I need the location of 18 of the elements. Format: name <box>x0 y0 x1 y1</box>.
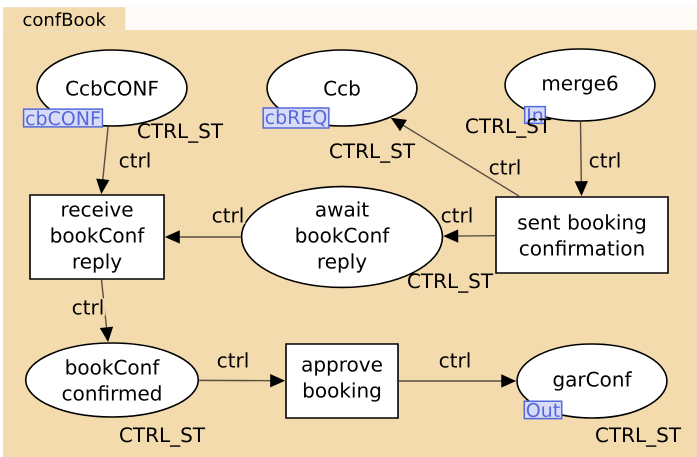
arc-label: ctrl <box>440 206 474 224</box>
type-label: CTRL_ST <box>120 427 206 447</box>
arc-label: ctrl <box>210 206 246 224</box>
arc-label: ctrl <box>118 151 152 169</box>
port-tag: Out <box>524 400 562 420</box>
type-label: CTRL_ST <box>596 427 682 447</box>
arc-label: ctrl <box>588 151 622 169</box>
transition-box: approve booking <box>285 343 399 419</box>
arc-label: ctrl <box>438 351 472 369</box>
page-tab: confBook <box>3 7 126 32</box>
type-label: CTRL_ST <box>330 143 416 163</box>
port-tag: cbCONF <box>22 108 104 128</box>
transition-box: receive bookConf reply <box>29 194 165 280</box>
arc-label: ctrl <box>70 298 106 316</box>
arc-label: ctrl <box>488 158 522 176</box>
port-tag: cbREQ <box>262 107 330 129</box>
arc-label: ctrl <box>216 351 250 369</box>
transition-box: sent booking confirmation <box>495 196 669 274</box>
